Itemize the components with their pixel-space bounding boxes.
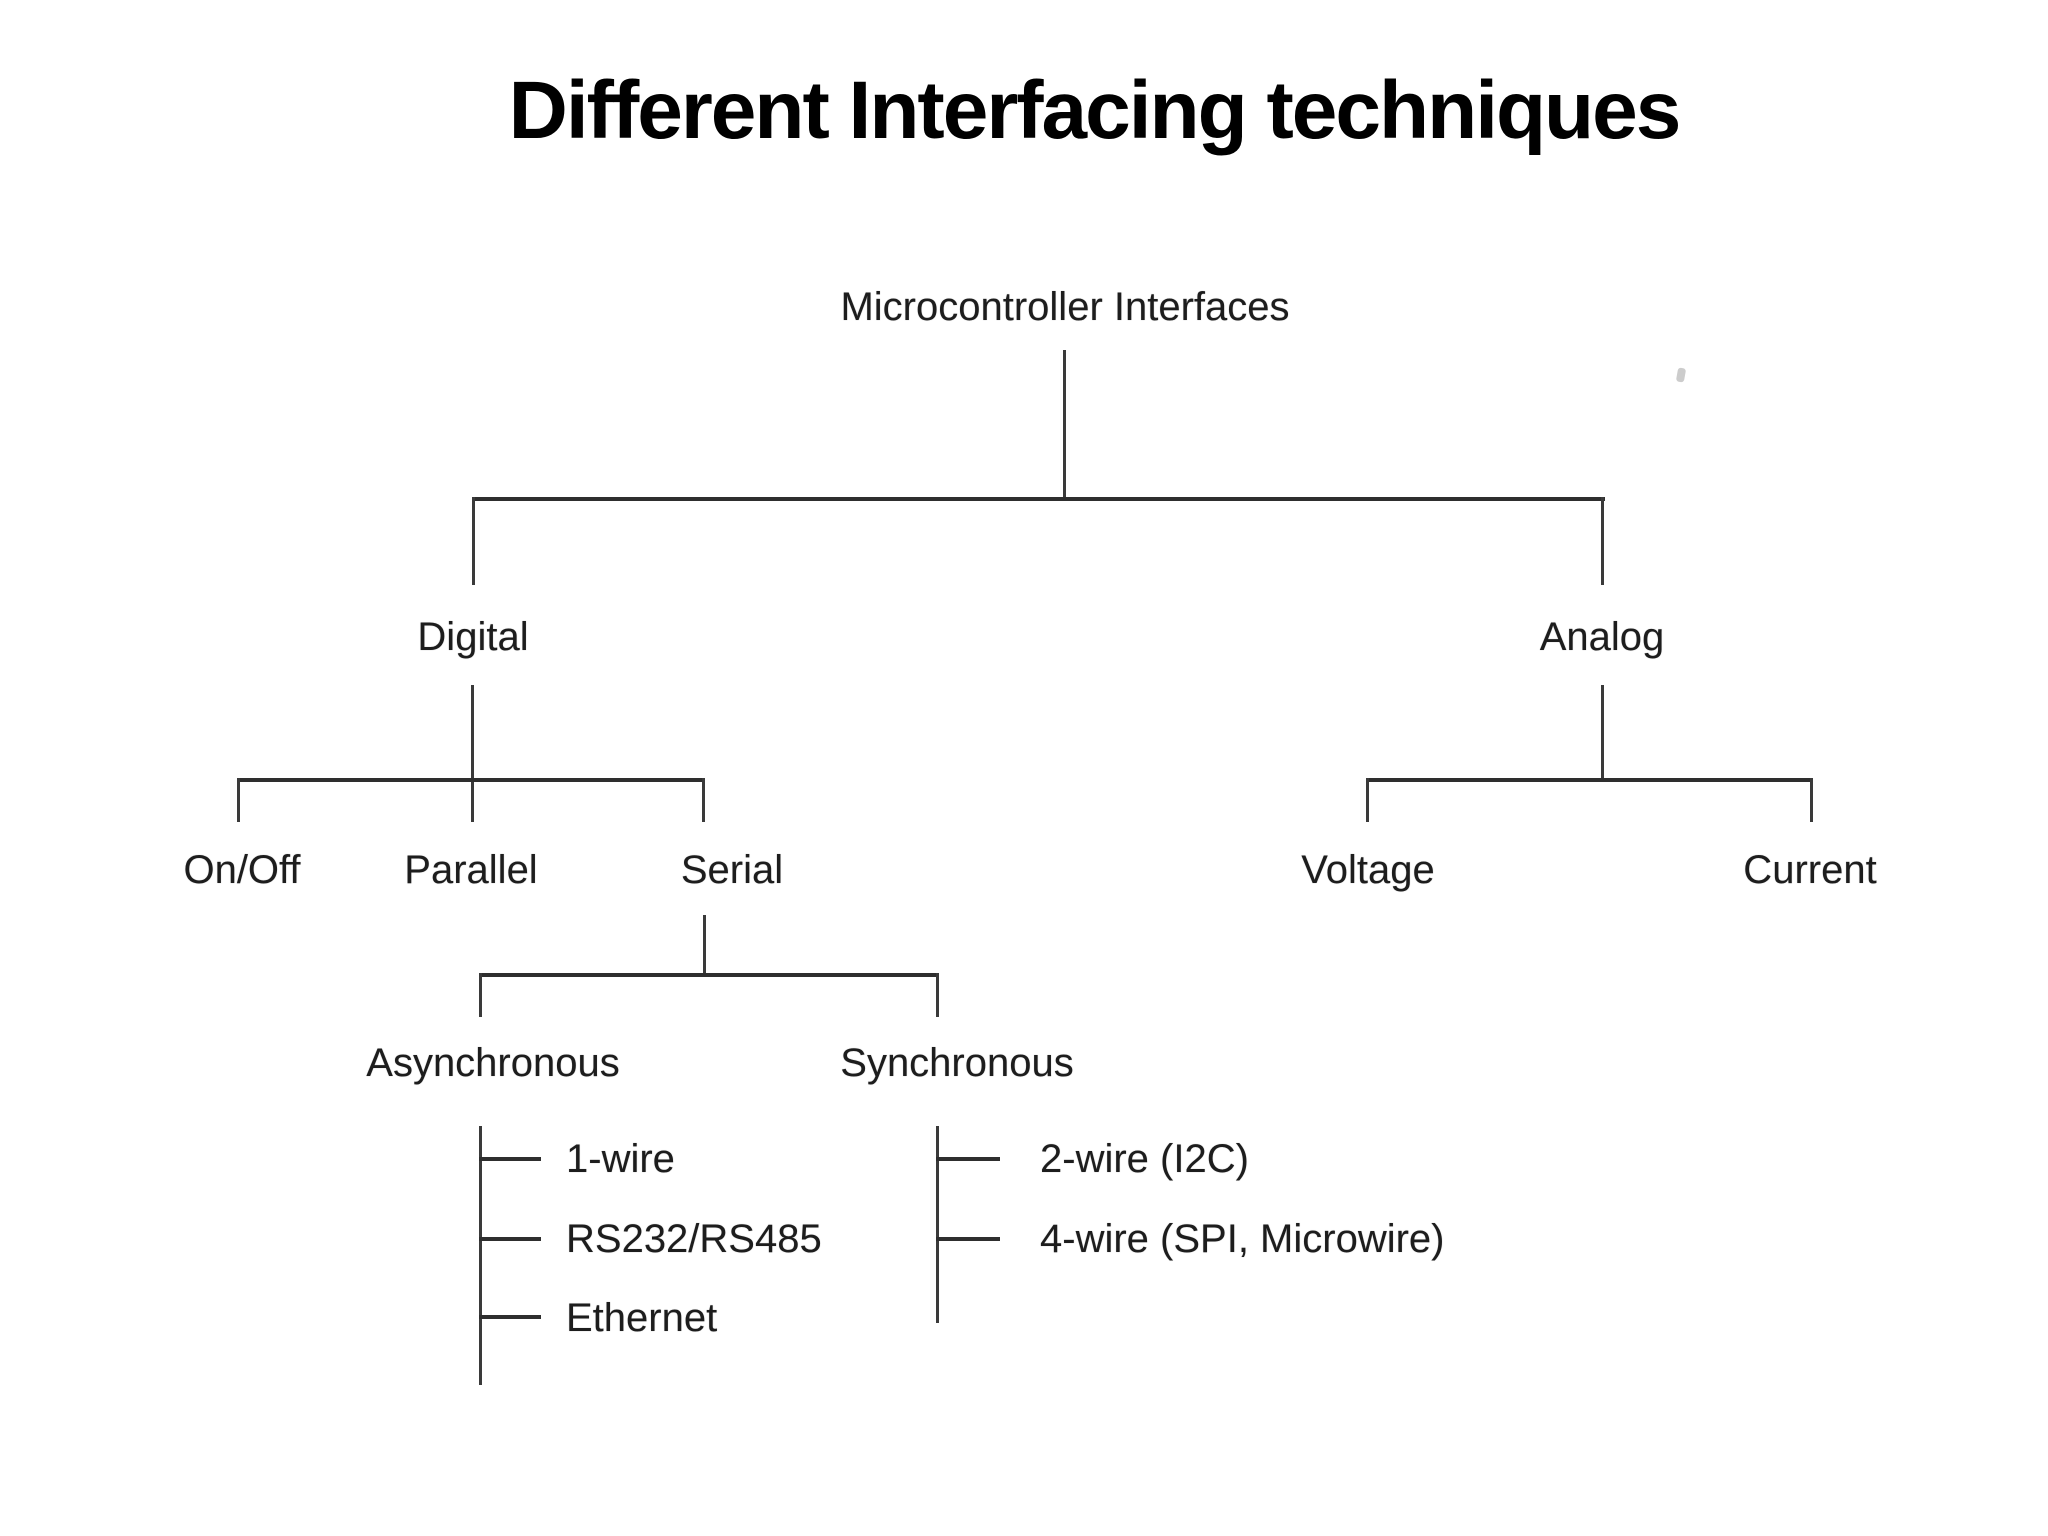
connector-async-tick-2 (479, 1237, 541, 1241)
connector-analog-stem (1601, 685, 1604, 780)
node-serial: Serial (680, 848, 784, 892)
connector-sync-tick-1 (936, 1157, 1000, 1161)
connector-serial-right-stub (936, 973, 939, 1017)
node-onoff: On/Off (183, 848, 301, 892)
node-synchronous: Synchronous (840, 1041, 1074, 1085)
connector-analog-right-stub (1810, 778, 1813, 822)
node-voltage: Voltage (1301, 848, 1435, 892)
connector-root-stem (1063, 350, 1066, 497)
node-parallel: Parallel (404, 848, 538, 892)
leaf-rs232-rs485: RS232/RS485 (566, 1217, 822, 1261)
connector-serial-bar (479, 973, 939, 977)
connector-analog-bar (1366, 778, 1813, 782)
node-microcontroller-interfaces: Microcontroller Interfaces (840, 285, 1290, 329)
connector-async-tick-1 (479, 1157, 541, 1161)
leaf-2-wire-i2c: 2-wire (I2C) (1040, 1137, 1249, 1181)
slide-title: Different Interfacing techniques (508, 65, 1682, 156)
connector-digital-right-stub (702, 778, 705, 822)
leaf-4-wire-spi-microwire: 4-wire (SPI, Microwire) (1040, 1217, 1445, 1261)
connector-digital-left-stub (237, 778, 240, 822)
connector-sync-spine (936, 1126, 939, 1323)
node-analog: Analog (1539, 615, 1665, 659)
stray-mark-artifact (1675, 367, 1687, 383)
node-digital: Digital (417, 615, 529, 659)
connector-async-tick-3 (479, 1315, 541, 1319)
leaf-ethernet: Ethernet (566, 1296, 718, 1340)
node-current: Current (1743, 848, 1877, 892)
connector-digital-stem (471, 685, 474, 822)
connector-level1-right-stub (1601, 497, 1604, 585)
connector-analog-left-stub (1366, 778, 1369, 822)
node-asynchronous: Asynchronous (366, 1041, 620, 1085)
leaf-1-wire: 1-wire (566, 1137, 675, 1181)
connector-level1-bar (472, 497, 1605, 501)
connector-digital-bar (237, 778, 705, 782)
connector-level1-left-stub (472, 497, 475, 585)
connector-serial-left-stub (479, 973, 482, 1017)
connector-serial-stem (703, 915, 706, 977)
connector-async-spine (479, 1126, 482, 1385)
connector-sync-tick-2 (936, 1237, 1000, 1241)
